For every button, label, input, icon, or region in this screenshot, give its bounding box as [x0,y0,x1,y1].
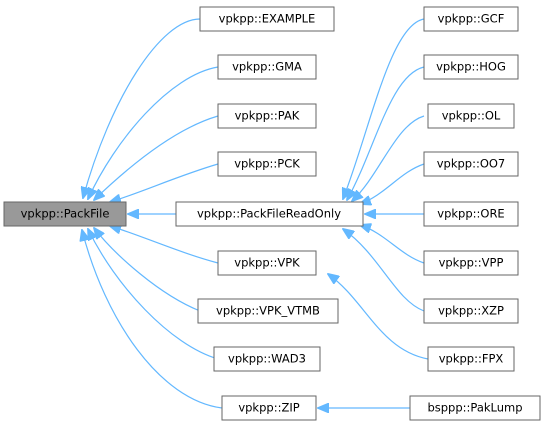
edge-pak-to-packfile [94,115,219,200]
node-ol[interactable]: vpkpp::OL [427,103,515,129]
node-fpx[interactable]: vpkpp::FPX [427,346,515,372]
edge-vpk-to-packfile [110,226,219,264]
node-paklump[interactable]: bsppp::PakLump [409,395,541,421]
node-gma[interactable]: vpkpp::GMA [217,54,317,80]
node-label: vpkpp::WAD3 [228,352,306,366]
edge-gcf-to-readonly [343,18,425,199]
node-pck[interactable]: vpkpp::PCK [217,151,317,177]
node-example[interactable]: vpkpp::EXAMPLE [199,6,335,32]
node-ore[interactable]: vpkpp::ORE [423,201,519,227]
node-label: vpkpp::OO7 [437,157,506,171]
node-label: vpkpp::ORE [437,207,504,221]
node-packfile[interactable]: vpkpp::PackFile [3,201,127,227]
node-xzp[interactable]: vpkpp::XZP [423,298,519,324]
edge-gma-to-packfile [88,66,219,199]
node-label: vpkpp::PCK [234,157,300,171]
node-label: vpkpp::VPK_VTMB [216,304,320,318]
edge-pck-to-packfile [110,163,219,202]
node-oo7[interactable]: vpkpp::OO7 [423,151,519,177]
node-label: vpkpp::ZIP [238,401,299,415]
node-vpk[interactable]: vpkpp::VPK [217,250,317,276]
edge-wad3-to-packfile [88,229,219,360]
node-label: vpkpp::GMA [232,60,302,74]
edge-fpx-to-vpk [328,274,429,360]
node-label: vpkpp::PAK [235,109,300,123]
edge-xzp-to-readonly [343,229,425,312]
edge-vpk_vtmb-to-packfile [94,228,201,312]
node-hog[interactable]: vpkpp::HOG [423,54,519,80]
edge-example-to-packfile [83,18,201,198]
node-label: vpkpp::OL [442,109,501,123]
node-vpk_vtmb[interactable]: vpkpp::VPK_VTMB [197,298,339,324]
node-label: bsppp::PakLump [427,401,522,415]
node-label: vpkpp::XZP [438,304,504,318]
node-label: vpkpp::EXAMPLE [219,12,316,26]
node-gcf[interactable]: vpkpp::GCF [423,6,519,32]
node-label: vpkpp::FPX [439,352,504,366]
node-wad3[interactable]: vpkpp::WAD3 [213,346,321,372]
edge-zip-to-packfile [82,230,223,409]
node-vpp[interactable]: vpkpp::VPP [423,250,519,276]
edge-vpp-to-readonly [360,225,425,264]
node-pak[interactable]: vpkpp::PAK [217,103,317,129]
edge-oo7-to-readonly [360,163,425,204]
node-label: vpkpp::GCF [438,12,505,26]
edge-hog-to-readonly [347,66,425,200]
node-label: vpkpp::VPP [439,256,504,270]
node-layer: vpkpp::PackFile vpkpp::EXAMPLE vpkpp::GM… [3,6,541,421]
node-zip[interactable]: vpkpp::ZIP [221,395,317,421]
edge-ol-to-readonly [352,115,425,201]
node-label: vpkpp::VPK [234,256,300,270]
node-label: vpkpp::PackFile [21,207,110,221]
edge-layer [82,18,429,409]
node-readonly[interactable]: vpkpp::PackFileReadOnly [175,201,364,227]
node-label: vpkpp::PackFileReadOnly [197,207,341,221]
node-label: vpkpp::HOG [436,60,506,74]
